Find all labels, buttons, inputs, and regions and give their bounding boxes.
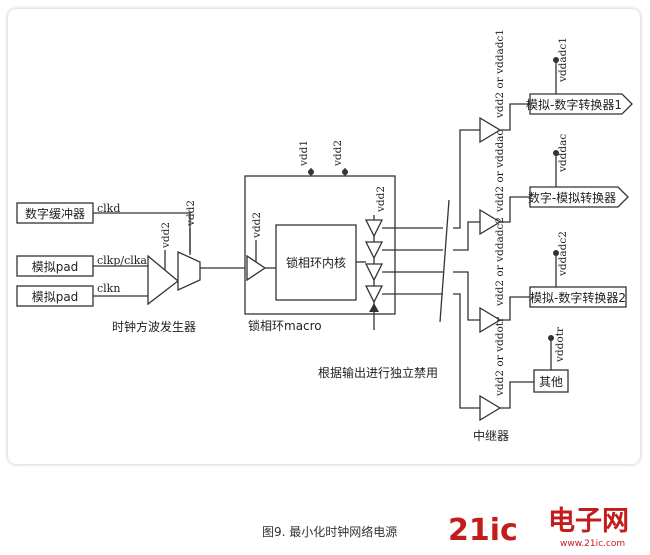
comparator-vdd2-label: vdd2 <box>160 222 172 249</box>
disable-arrow <box>369 303 379 312</box>
logo-number: 21ic <box>448 513 518 548</box>
driver-2 <box>364 241 384 260</box>
driver-1 <box>364 219 384 238</box>
clock-generator-label: 时钟方波发生器 <box>112 319 196 334</box>
adc1-alt-supply-label: vdd2 or vddadc1 <box>494 29 506 119</box>
trunk-adc1 <box>453 129 480 229</box>
other-label: 其他 <box>539 375 563 389</box>
vdd1-label: vdd1 <box>298 140 310 167</box>
adc2-driver <box>479 306 502 334</box>
vdd1-node <box>308 169 314 175</box>
enable-label: 根据输出进行独立禁用 <box>318 365 438 380</box>
clkp-label: clkp/clka <box>97 254 147 267</box>
trunk-dac <box>453 221 480 251</box>
adc1-wire <box>500 103 530 131</box>
adc2-box <box>529 286 627 308</box>
clkn-label: clkn <box>97 282 120 295</box>
pll-core-box <box>275 224 357 301</box>
brand-logo: 21ic 电子网 www.21ic.com <box>448 506 629 549</box>
adc1-driver <box>479 116 502 144</box>
clock-square-wave-generator-symbol <box>147 254 180 306</box>
logo-chinese: 电子网 <box>548 506 629 537</box>
trunk-other <box>453 293 480 409</box>
dac-label: 数字-模拟转换器 <box>528 190 616 205</box>
clkd-label: clkd <box>97 202 120 215</box>
adc2-supply-label: vddadc2 <box>557 231 569 277</box>
vdd2-top-label: vdd2 <box>332 140 344 167</box>
logo-url: www.21ic.com <box>560 539 625 549</box>
pll-macro-label: 锁相环macro <box>248 318 322 333</box>
adc2-alt-supply-label: vdd2 or vddadc2 <box>494 217 506 307</box>
driver-4 <box>364 285 384 304</box>
repeater-label: 中继器 <box>473 428 509 443</box>
adc1-box <box>529 93 633 115</box>
adc2-wire <box>500 296 530 321</box>
dac-supply-label: vdddac <box>557 134 569 173</box>
adc1-supply-node <box>553 57 559 63</box>
analog-pad-1-label: 模拟pad <box>32 260 79 274</box>
dac-supply-node <box>553 150 559 156</box>
pll-macro-box <box>244 175 396 315</box>
adc1-supply-label: vddadc1 <box>557 37 569 83</box>
dac-driver <box>479 208 502 236</box>
dac-alt-supply-label: vdd2 or vdddac <box>494 130 506 213</box>
pll-core-label: 锁相环内核 <box>286 255 346 270</box>
digital-buffer-label: 数字缓冲器 <box>25 206 85 221</box>
other-supply-label: vddotr <box>554 326 566 363</box>
adc2-supply-node <box>553 250 559 256</box>
other-supply-node <box>548 335 554 341</box>
clkd-wire <box>93 212 191 255</box>
mux-vdd2-label: vdd2 <box>185 200 197 227</box>
other-wire <box>500 381 534 409</box>
dac-wire <box>500 196 530 223</box>
analog-pad-2-label: 模拟pad <box>32 290 79 304</box>
trunk-adc2 <box>453 271 480 321</box>
pll-buffer-vdd2-label: vdd2 <box>251 212 263 239</box>
vdd2-top-node <box>342 169 348 175</box>
clock-select-mux <box>177 250 201 292</box>
dac-box <box>529 186 629 208</box>
driver-vdd2-label: vdd2 <box>375 186 387 213</box>
figure-caption: 图9. 最小化时钟网络电源 <box>262 524 397 539</box>
adc1-label: 模拟-数字转换器1 <box>526 97 622 112</box>
other-driver <box>479 394 502 422</box>
driver-3 <box>364 263 384 282</box>
adc2-label: 模拟-数字转换器2 <box>530 290 626 305</box>
other-alt-supply-label: vdd2 or vddotr <box>494 316 506 397</box>
switch-slash <box>439 199 450 323</box>
